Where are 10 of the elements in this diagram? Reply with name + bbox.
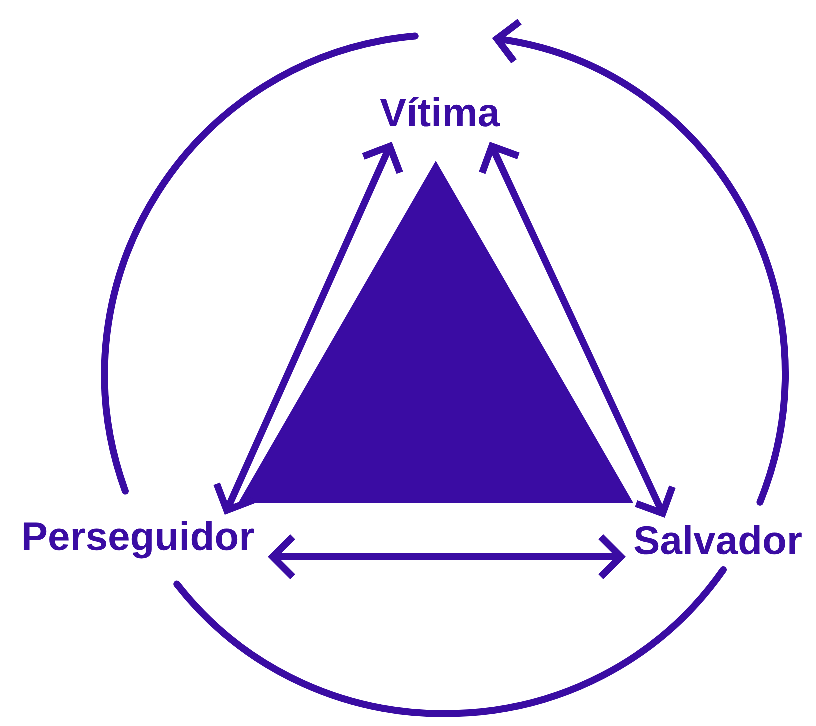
role-label: Salvador	[634, 525, 802, 555]
curved-line	[101, 32, 419, 495]
double-arrow	[214, 142, 404, 515]
triangle-shape	[238, 161, 634, 503]
role-label: Vítima	[380, 97, 500, 127]
double-arrow	[268, 534, 626, 580]
curved-line	[174, 566, 727, 718]
role-label: Perseguidor	[24, 521, 254, 559]
double-arrow	[479, 142, 676, 518]
curved-arrow	[492, 19, 788, 506]
